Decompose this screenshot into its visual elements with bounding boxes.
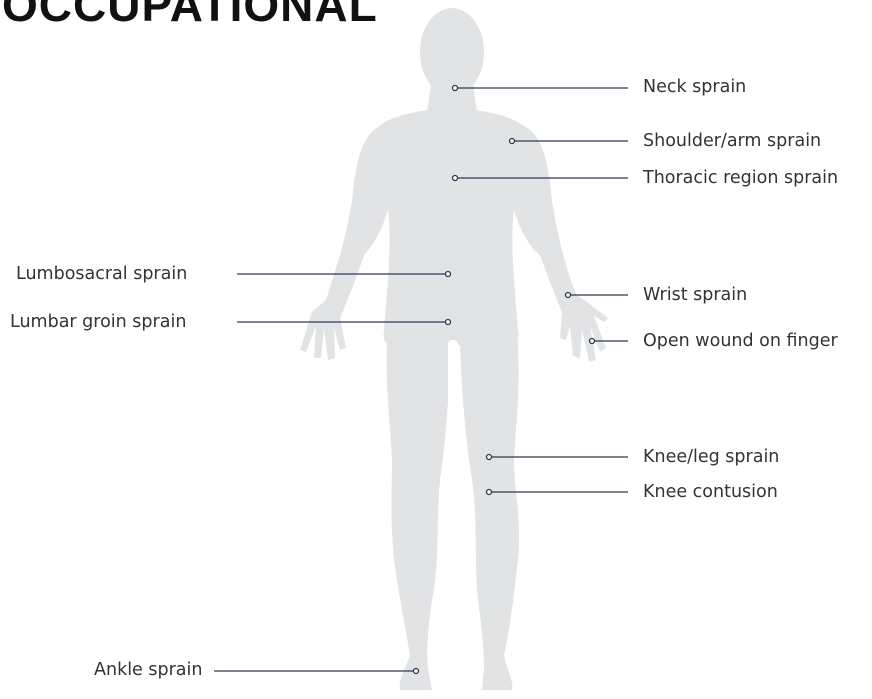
shoulder-marker [510, 139, 515, 144]
label-wrist-sprain: Wrist sprain [643, 285, 747, 305]
lumbar-groin-marker [446, 320, 451, 325]
right-leg-shape [450, 320, 519, 690]
lumbosacral-marker [446, 272, 451, 277]
right-arm-shape [510, 124, 608, 362]
knee-leg-marker [487, 455, 492, 460]
label-knee-leg-sprain: Knee/leg sprain [643, 447, 779, 467]
label-lumbar-groin-sprain: Lumbar groin sprain [10, 312, 186, 332]
label-thoracic-region-sprain: Thoracic region sprain [643, 168, 838, 188]
leg-gap [448, 340, 458, 400]
label-ankle-sprain: Ankle sprain [94, 660, 203, 680]
label-lumbosacral-sprain: Lumbosacral sprain [16, 264, 187, 284]
neck-marker [453, 86, 458, 91]
wrist-marker [566, 293, 571, 298]
label-knee-contusion: Knee contusion [643, 482, 778, 502]
knee-contusion-marker [487, 490, 492, 495]
label-shoulder-arm-sprain: Shoulder/arm sprain [643, 131, 821, 151]
ankle-marker [414, 669, 419, 674]
label-neck-sprain: Neck sprain [643, 77, 746, 97]
left-arm-shape [300, 124, 394, 360]
finger-marker [590, 339, 595, 344]
left-leg-shape [387, 320, 455, 690]
thoracic-marker [453, 176, 458, 181]
label-open-wound-on-finger: Open wound on finger [643, 331, 838, 351]
